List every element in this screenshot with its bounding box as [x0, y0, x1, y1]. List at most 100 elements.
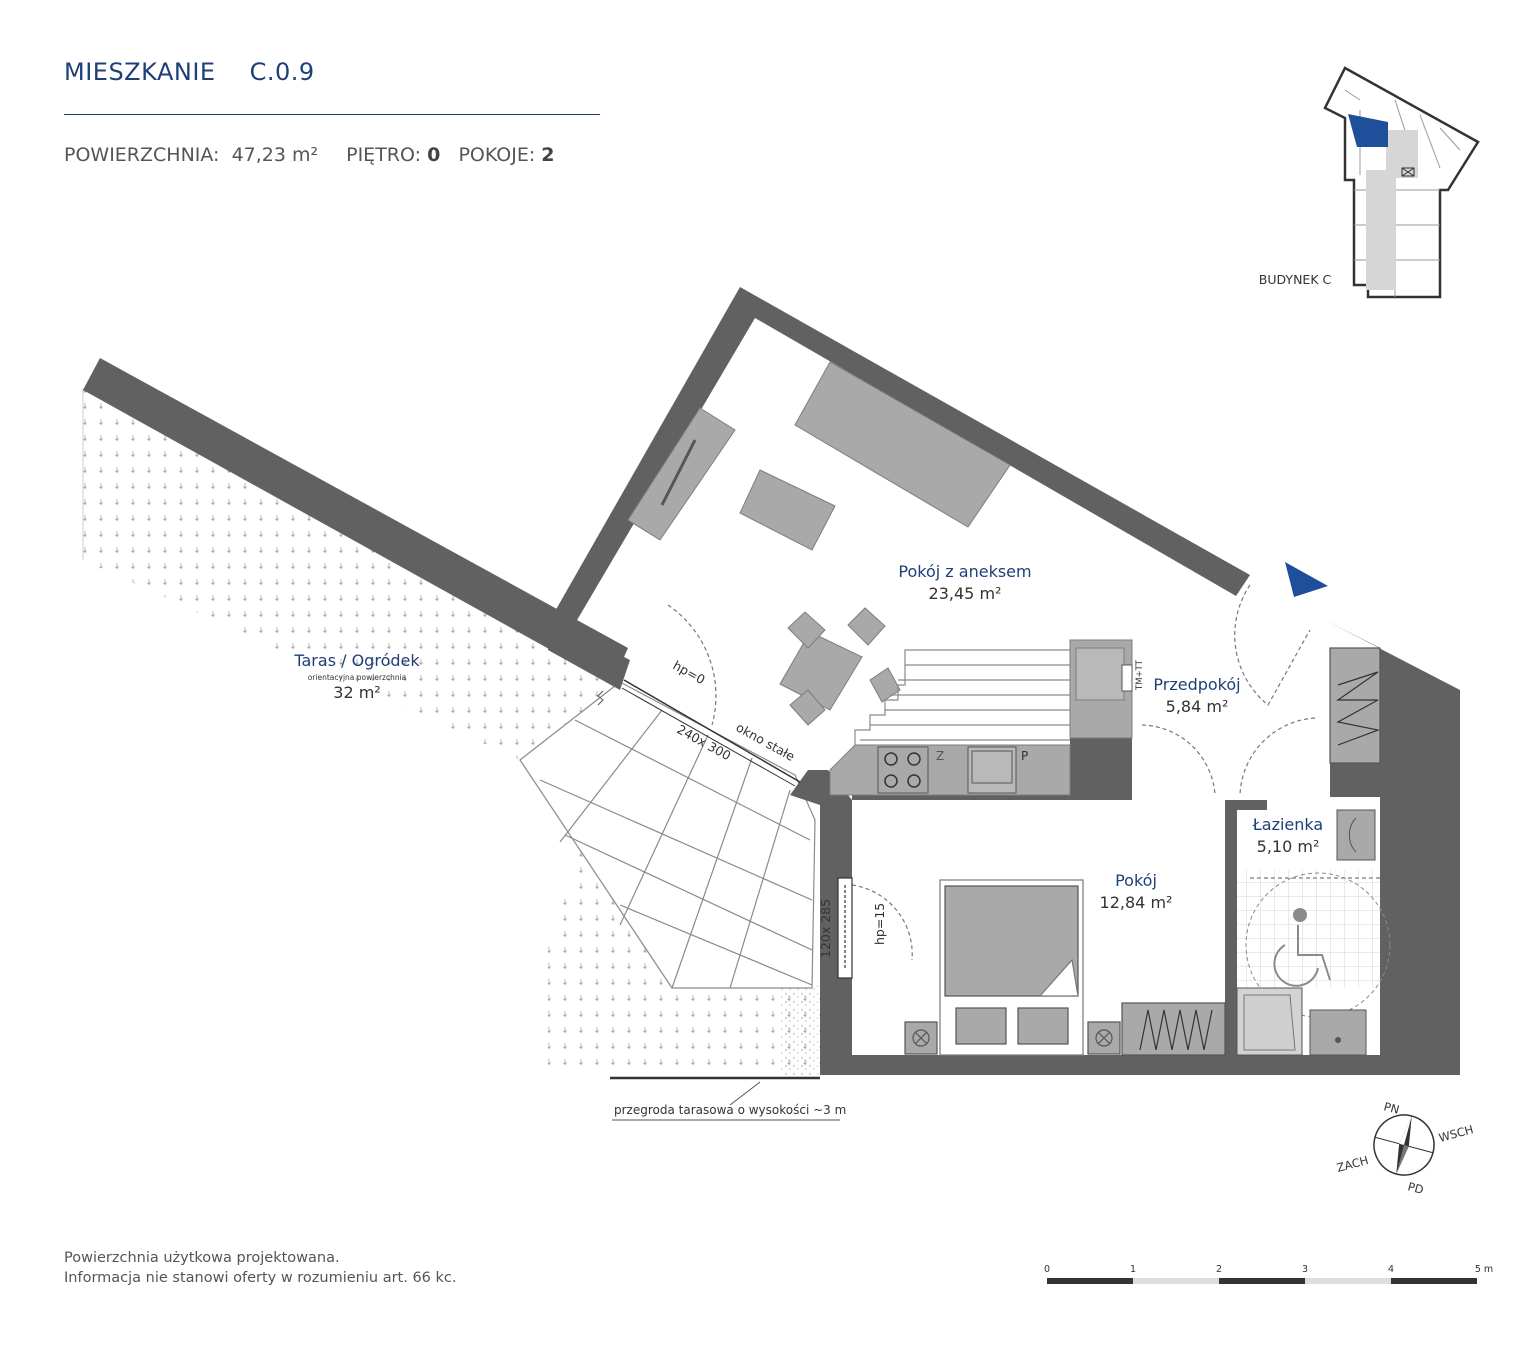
area-value: 47,23 m² — [231, 144, 319, 166]
washbasin — [1309, 1009, 1367, 1056]
cooktop — [877, 746, 929, 794]
toilet-seat — [1348, 817, 1357, 853]
dining-chair — [789, 689, 826, 726]
terrace-area — [82, 388, 820, 1080]
footer-line: Powierzchnia użytkowa projektowana. — [64, 1250, 340, 1266]
lamp-icon — [1095, 1029, 1113, 1047]
coffee-table — [739, 469, 836, 551]
pillow — [1017, 1007, 1069, 1045]
burner-icon — [907, 774, 921, 788]
room-area: 12,84 m² — [1100, 893, 1173, 912]
lamp-icon — [912, 1029, 930, 1047]
sink — [967, 746, 1017, 794]
key-plan: BUDYNEK C — [1259, 66, 1480, 299]
fridge-label: Z — [936, 749, 944, 763]
wheelchair-icon — [1273, 908, 1331, 987]
terrace-name: Taras / Ogródek — [293, 651, 420, 670]
hall-wardrobe — [1329, 647, 1381, 764]
compass-s: PD — [1406, 1179, 1425, 1197]
bathroom-partition — [1225, 800, 1237, 1055]
bed-fold — [1038, 958, 1079, 997]
dishwasher-label: P — [1021, 749, 1028, 763]
kitchen-bedroom-wall — [852, 795, 1132, 800]
footer-line: Informacja nie stanowi oferty w rozumien… — [64, 1270, 457, 1286]
compass-n: PN — [1382, 1099, 1401, 1117]
terrace-paving — [519, 681, 816, 989]
tm-tt-label: TM+TT — [1135, 659, 1145, 691]
terrace-area-value: 32 m² — [333, 683, 380, 702]
door-frames — [621, 679, 853, 979]
walls — [83, 287, 1460, 1075]
wardrobe — [1121, 1002, 1226, 1056]
room-area: 5,10 m² — [1257, 837, 1320, 856]
floor-label: PIĘTRO: — [346, 144, 422, 166]
apartment-title-label: MIESZKANIE — [64, 58, 216, 86]
bedroom-door-swing — [851, 884, 913, 961]
key-plan-label: BUDYNEK C — [1259, 272, 1332, 287]
area-label: POWIERZCHNIA: — [64, 144, 220, 166]
dining-table — [779, 631, 863, 711]
drain-icon — [1335, 1037, 1341, 1043]
rooms-label: POKOJE: — [458, 144, 536, 166]
scale-tick: 3 — [1302, 1264, 1308, 1275]
scale-tick: 2 — [1216, 1264, 1222, 1275]
south-wall — [852, 1055, 1460, 1075]
bathroom — [1236, 809, 1391, 1056]
shaft-block — [1070, 738, 1132, 800]
floor-value: 0 — [427, 144, 441, 166]
hp15-label: hp=15 — [872, 903, 887, 945]
burner-icon — [907, 752, 921, 766]
bathroom-door-swing — [1239, 717, 1316, 796]
gutter-icon — [597, 690, 604, 706]
scale-tick: 5 m — [1475, 1264, 1493, 1275]
compass — [1373, 1114, 1435, 1176]
dining-chair — [787, 611, 826, 649]
terrace-note: orientacyjna powierzchnia — [308, 673, 407, 682]
entrance-arrow-icon — [1285, 562, 1328, 597]
room-area: 5,84 m² — [1166, 697, 1229, 716]
sofa — [794, 361, 1011, 528]
scale-bar: 0 1 2 3 4 5 m — [1044, 1264, 1493, 1284]
room-labels: Pokój z aneksem 23,45 m² Przedpokój 5,84… — [293, 562, 1323, 912]
apartment-code: C.0.9 — [249, 58, 315, 86]
scale-tick: 0 — [1044, 1264, 1050, 1275]
meter-box — [1121, 664, 1133, 692]
balcony-door-swing — [667, 604, 717, 726]
living-wall-corner — [548, 620, 630, 690]
header-divider — [64, 114, 600, 115]
gravel-strip — [780, 985, 818, 1077]
terrace-wall — [83, 358, 628, 684]
scale-tick: 4 — [1388, 1264, 1394, 1275]
burner-icon — [884, 752, 898, 766]
bathroom-floor-tiles — [1237, 870, 1380, 988]
wall-stub — [1330, 762, 1380, 797]
toilet — [1336, 809, 1376, 861]
room-area: 23,45 m² — [929, 584, 1002, 603]
sink-basin — [971, 750, 1013, 784]
footer-note: Powierzchnia użytkowa projektowana. Info… — [64, 1248, 456, 1288]
bath-wall-stub — [1237, 800, 1267, 810]
room-name: Pokój z aneksem — [898, 562, 1031, 581]
mailbox-icon — [1401, 167, 1415, 177]
tv-icon — [660, 439, 697, 506]
apartment-highlight — [1348, 114, 1388, 147]
kitchen-counter — [829, 744, 1071, 796]
entrance-door-swing — [1234, 584, 1311, 706]
partition-label: przegroda tarasowa o wysokości ~3 m — [614, 1103, 846, 1117]
shower-tray — [1243, 994, 1296, 1051]
door-size-label: 120x 285 — [818, 899, 833, 958]
compass-e: WSCH — [1437, 1122, 1475, 1145]
kitchen: Z P TM+TT — [829, 639, 1145, 796]
west-bedroom-wall — [790, 770, 852, 1075]
room-name: Przedpokój — [1153, 675, 1240, 694]
living-furniture — [627, 361, 1011, 726]
room-name: Pokój — [1115, 871, 1157, 890]
scale-tick: 1 — [1130, 1264, 1136, 1275]
hall-door-swing — [1141, 724, 1216, 796]
east-wall — [1325, 620, 1460, 1075]
pillow — [955, 1007, 1007, 1045]
compass-w: ZACH — [1335, 1153, 1370, 1175]
dining-chair — [869, 667, 901, 703]
